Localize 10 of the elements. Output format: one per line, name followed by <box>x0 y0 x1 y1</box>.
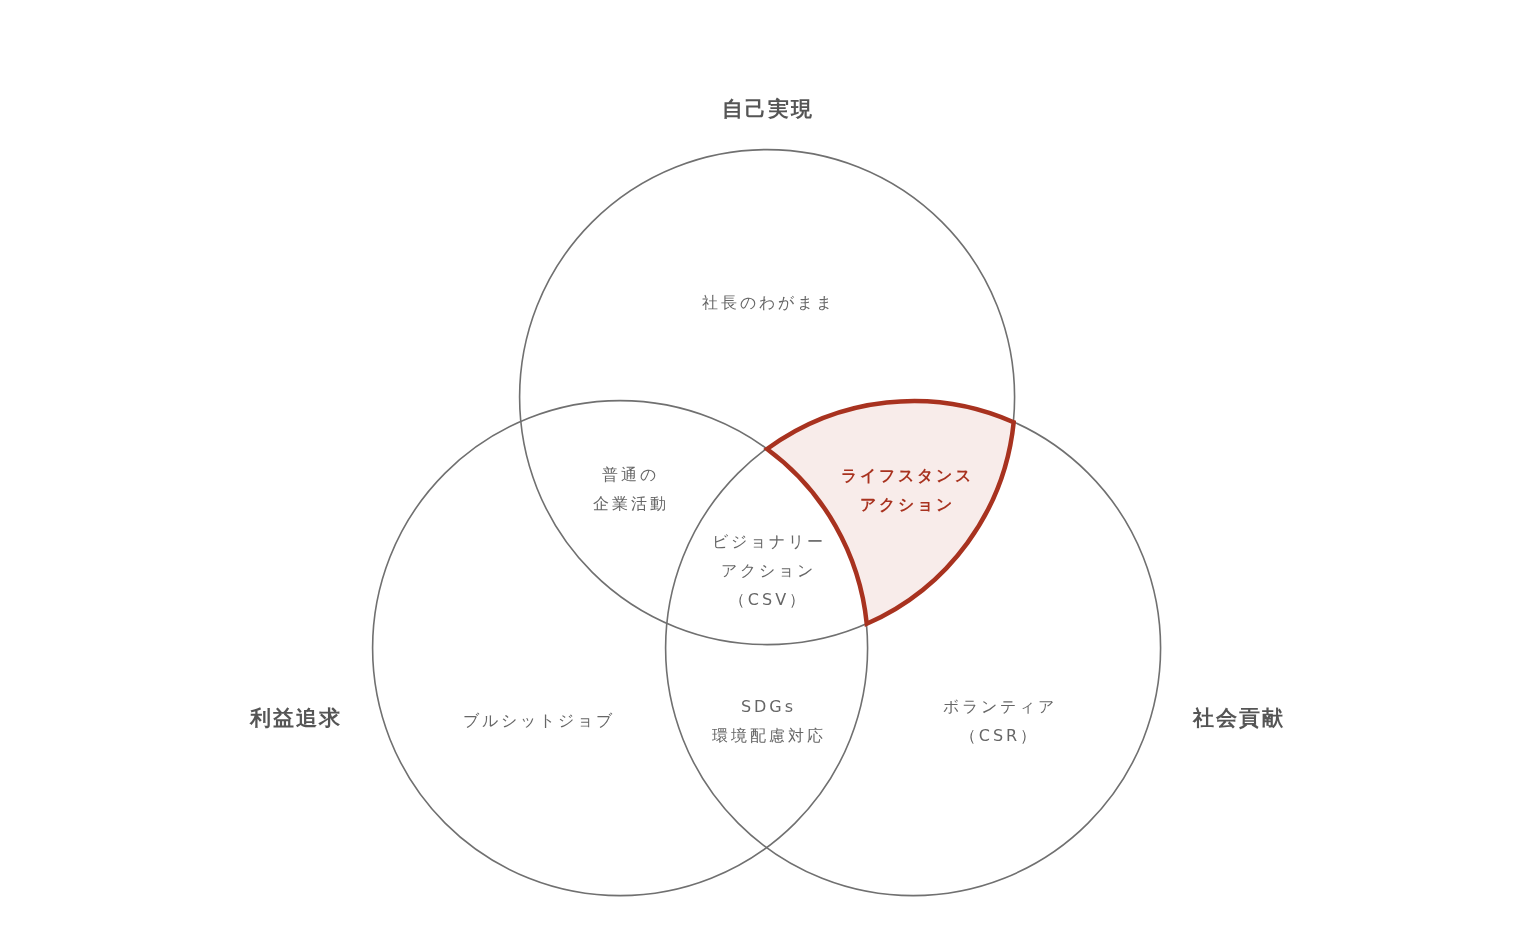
region-label: 普通の企業活動 <box>591 464 669 515</box>
region-label: SDGs環境配慮対応 <box>710 695 826 747</box>
circle-heading: 利益追求 <box>248 706 342 732</box>
region-label: 社長のわがまま <box>701 291 835 314</box>
circle-heading: 社会貢献 <box>1191 706 1285 732</box>
region-label: ビジョナリーアクション（CSV） <box>710 530 826 611</box>
region-label: ボランティア（CSR） <box>941 695 1057 747</box>
circle-heading: 自己実現 <box>721 97 814 123</box>
region-label: ブルシットジョブ <box>461 709 615 732</box>
region-label: ライフスタンスアクション <box>840 464 974 516</box>
